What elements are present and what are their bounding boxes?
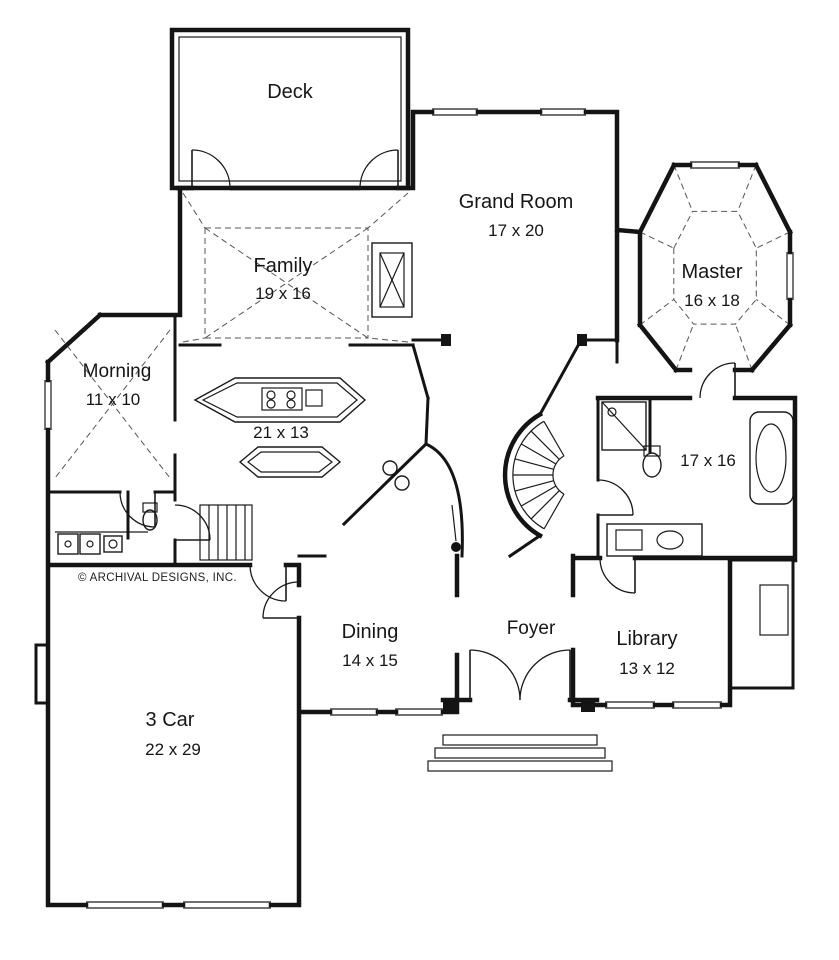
windows <box>44 108 794 909</box>
room-label-library: Library <box>616 628 677 650</box>
bath-tub <box>749 411 794 505</box>
bath-vanity <box>606 523 703 557</box>
room-dims-grand: 17 x 20 <box>488 221 544 240</box>
spiral-stair <box>502 339 583 559</box>
grand-post-right <box>577 334 587 346</box>
garage-bumpout <box>34 643 50 705</box>
room-dims-master: 16 x 18 <box>684 291 740 310</box>
butler-sink-bowl-2 <box>394 475 410 491</box>
room-dims-library: 13 x 12 <box>619 659 675 678</box>
interior-walls <box>48 313 652 567</box>
butler-sink-bowl-1 <box>382 460 398 476</box>
room-label-morning: Morning <box>83 361 152 382</box>
room-dims-dining: 14 x 15 <box>342 651 398 670</box>
kitchen-island-second <box>238 446 342 478</box>
room-label-deck: Deck <box>267 81 314 103</box>
closet-strip-walls <box>728 558 795 690</box>
room-dims-family: 19 x 16 <box>255 284 311 303</box>
deck-structure <box>169 27 411 191</box>
copyright-text: © ARCHIVAL DESIGNS, INC. <box>78 572 237 584</box>
door-swings <box>119 149 736 701</box>
powder-toilet <box>142 502 158 531</box>
bath-toilet <box>642 445 662 478</box>
basement-stair <box>199 504 253 561</box>
room-label-garage: 3 Car <box>146 709 195 731</box>
exterior-walls <box>34 109 798 908</box>
room-dims-kitchen: 21 x 13 <box>253 423 309 442</box>
room-dims-morning: 11 x 10 <box>86 390 141 409</box>
kitchen-island <box>193 377 367 423</box>
room-label-grand: Grand Room <box>459 191 574 213</box>
laundry-fixtures <box>55 531 148 555</box>
bath-shower <box>601 401 647 451</box>
room-label-master: Master <box>681 261 742 283</box>
ceiling-dashed-details <box>54 164 791 479</box>
stair-newel <box>451 504 461 552</box>
room-label-foyer: Foyer <box>507 618 556 639</box>
room-label-dining: Dining <box>342 621 399 643</box>
fixtures <box>55 242 794 772</box>
room-label-family: Family <box>254 255 313 277</box>
room-labels: Deck Grand Room 17 x 20 Master 16 x 18 F… <box>83 81 743 759</box>
room-dims-master-bath: 17 x 16 <box>680 451 736 470</box>
room-dims-garage: 22 x 29 <box>145 740 201 759</box>
fireplace <box>371 242 413 318</box>
closet-shelf <box>759 584 789 636</box>
